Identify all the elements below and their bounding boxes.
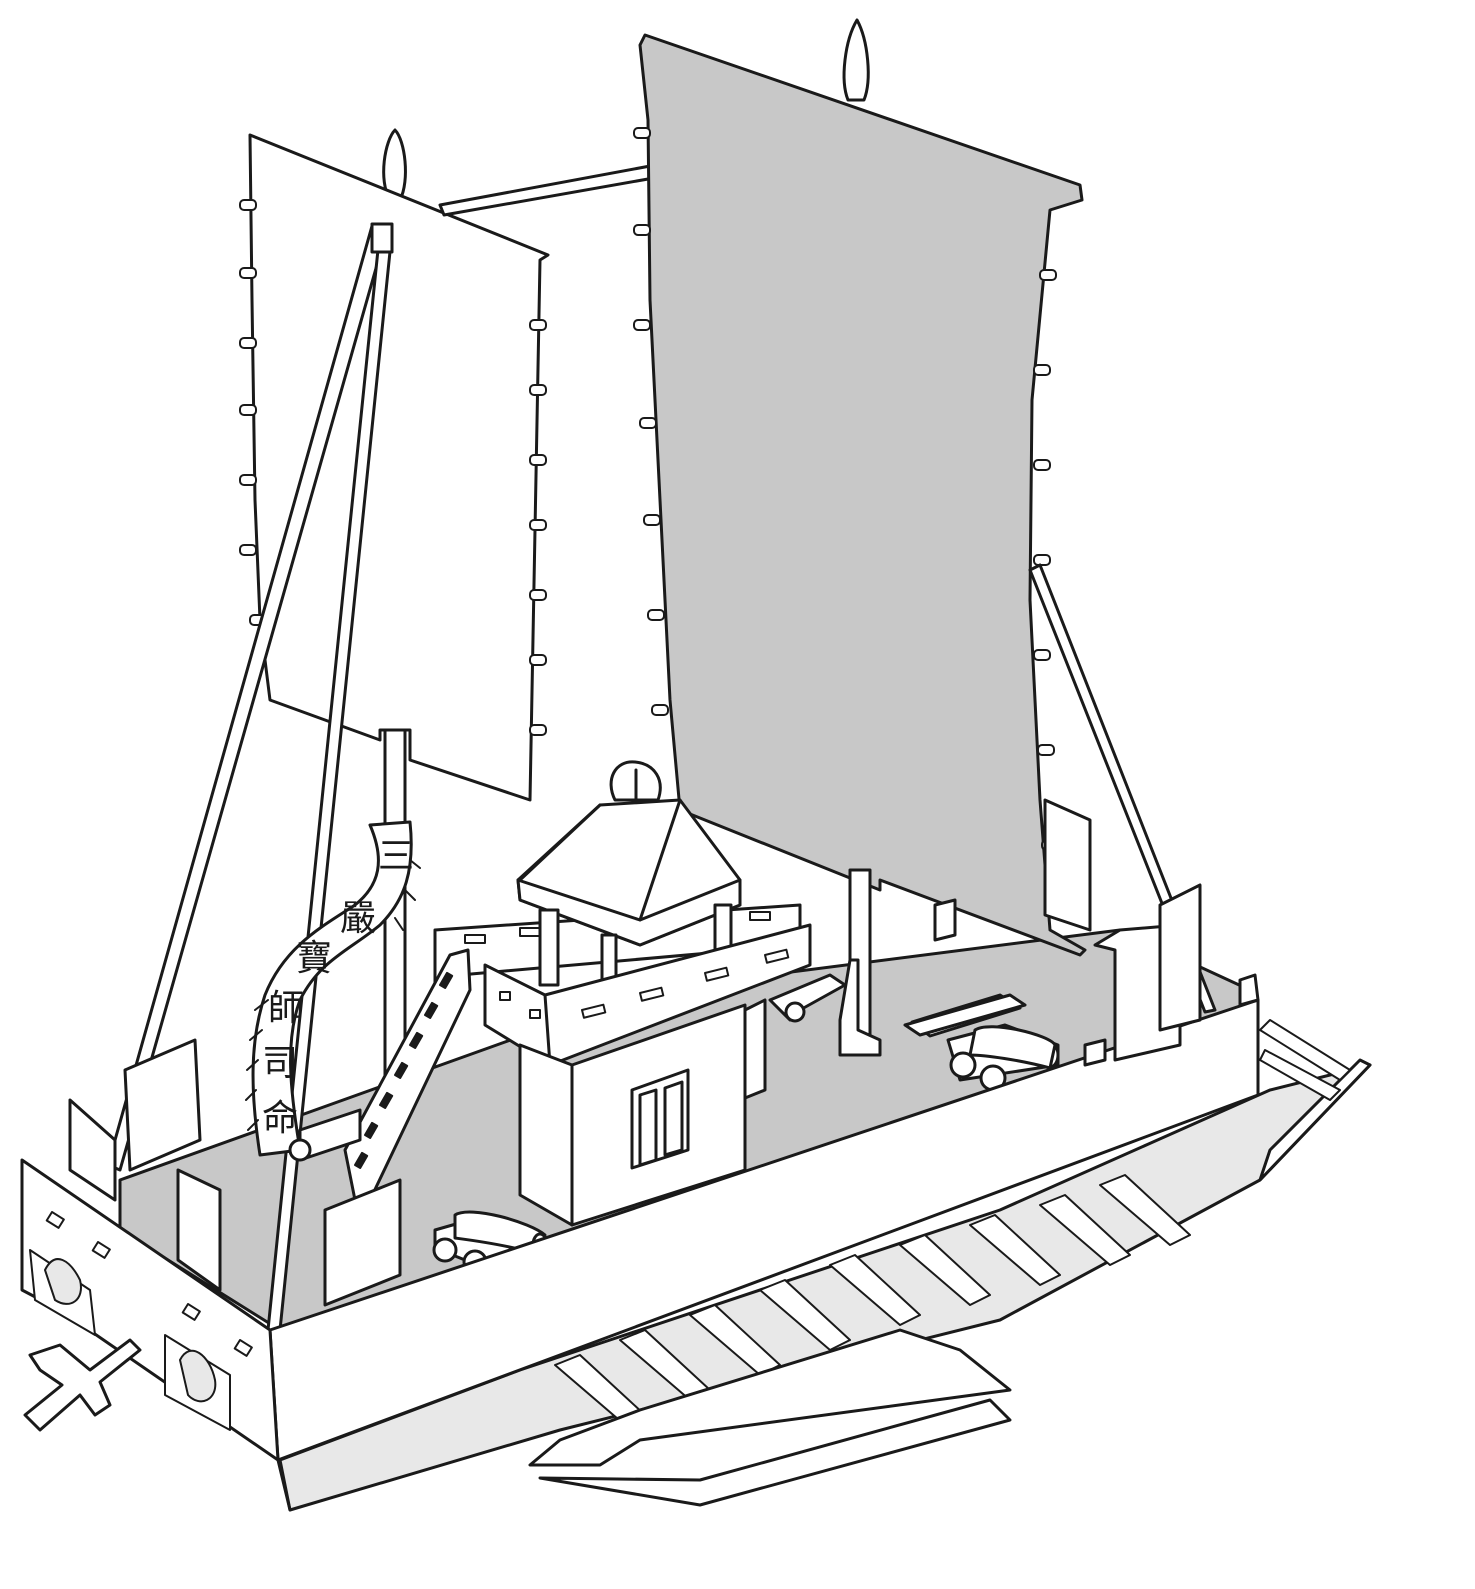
banner-char-2: 嚴 (340, 898, 376, 939)
bow-bulwark (20, 1038, 402, 1462)
banner-char-3: 寶 (296, 938, 332, 979)
fore-sail-assembly (106, 128, 550, 1332)
banner-char-1: 三 (378, 836, 414, 877)
keel (528, 1328, 1012, 1467)
fore-sail (248, 133, 550, 802)
fore-mast-finial (382, 128, 407, 202)
deck-house (433, 760, 812, 1227)
rudder (1258, 1058, 1372, 1182)
cannon-bow (288, 1108, 362, 1162)
bow-ports (45, 1211, 253, 1357)
anchor (23, 1338, 142, 1432)
stern-deck-posts (903, 798, 1092, 1037)
hull-ribs (554, 1174, 1191, 1426)
fore-sail-battens (239, 199, 547, 736)
main-mast-step (838, 958, 882, 1057)
main-mast-finial (842, 18, 870, 102)
banner-char-4: 師 (268, 988, 304, 1029)
hull-underside (278, 1019, 1372, 1512)
rampart-loopholes (499, 948, 790, 1019)
banner-char-5: 司 (262, 1043, 298, 1084)
main-sail (638, 33, 1087, 957)
banner-char-6: 命 (262, 1098, 298, 1139)
cannon-mid (768, 973, 847, 1023)
